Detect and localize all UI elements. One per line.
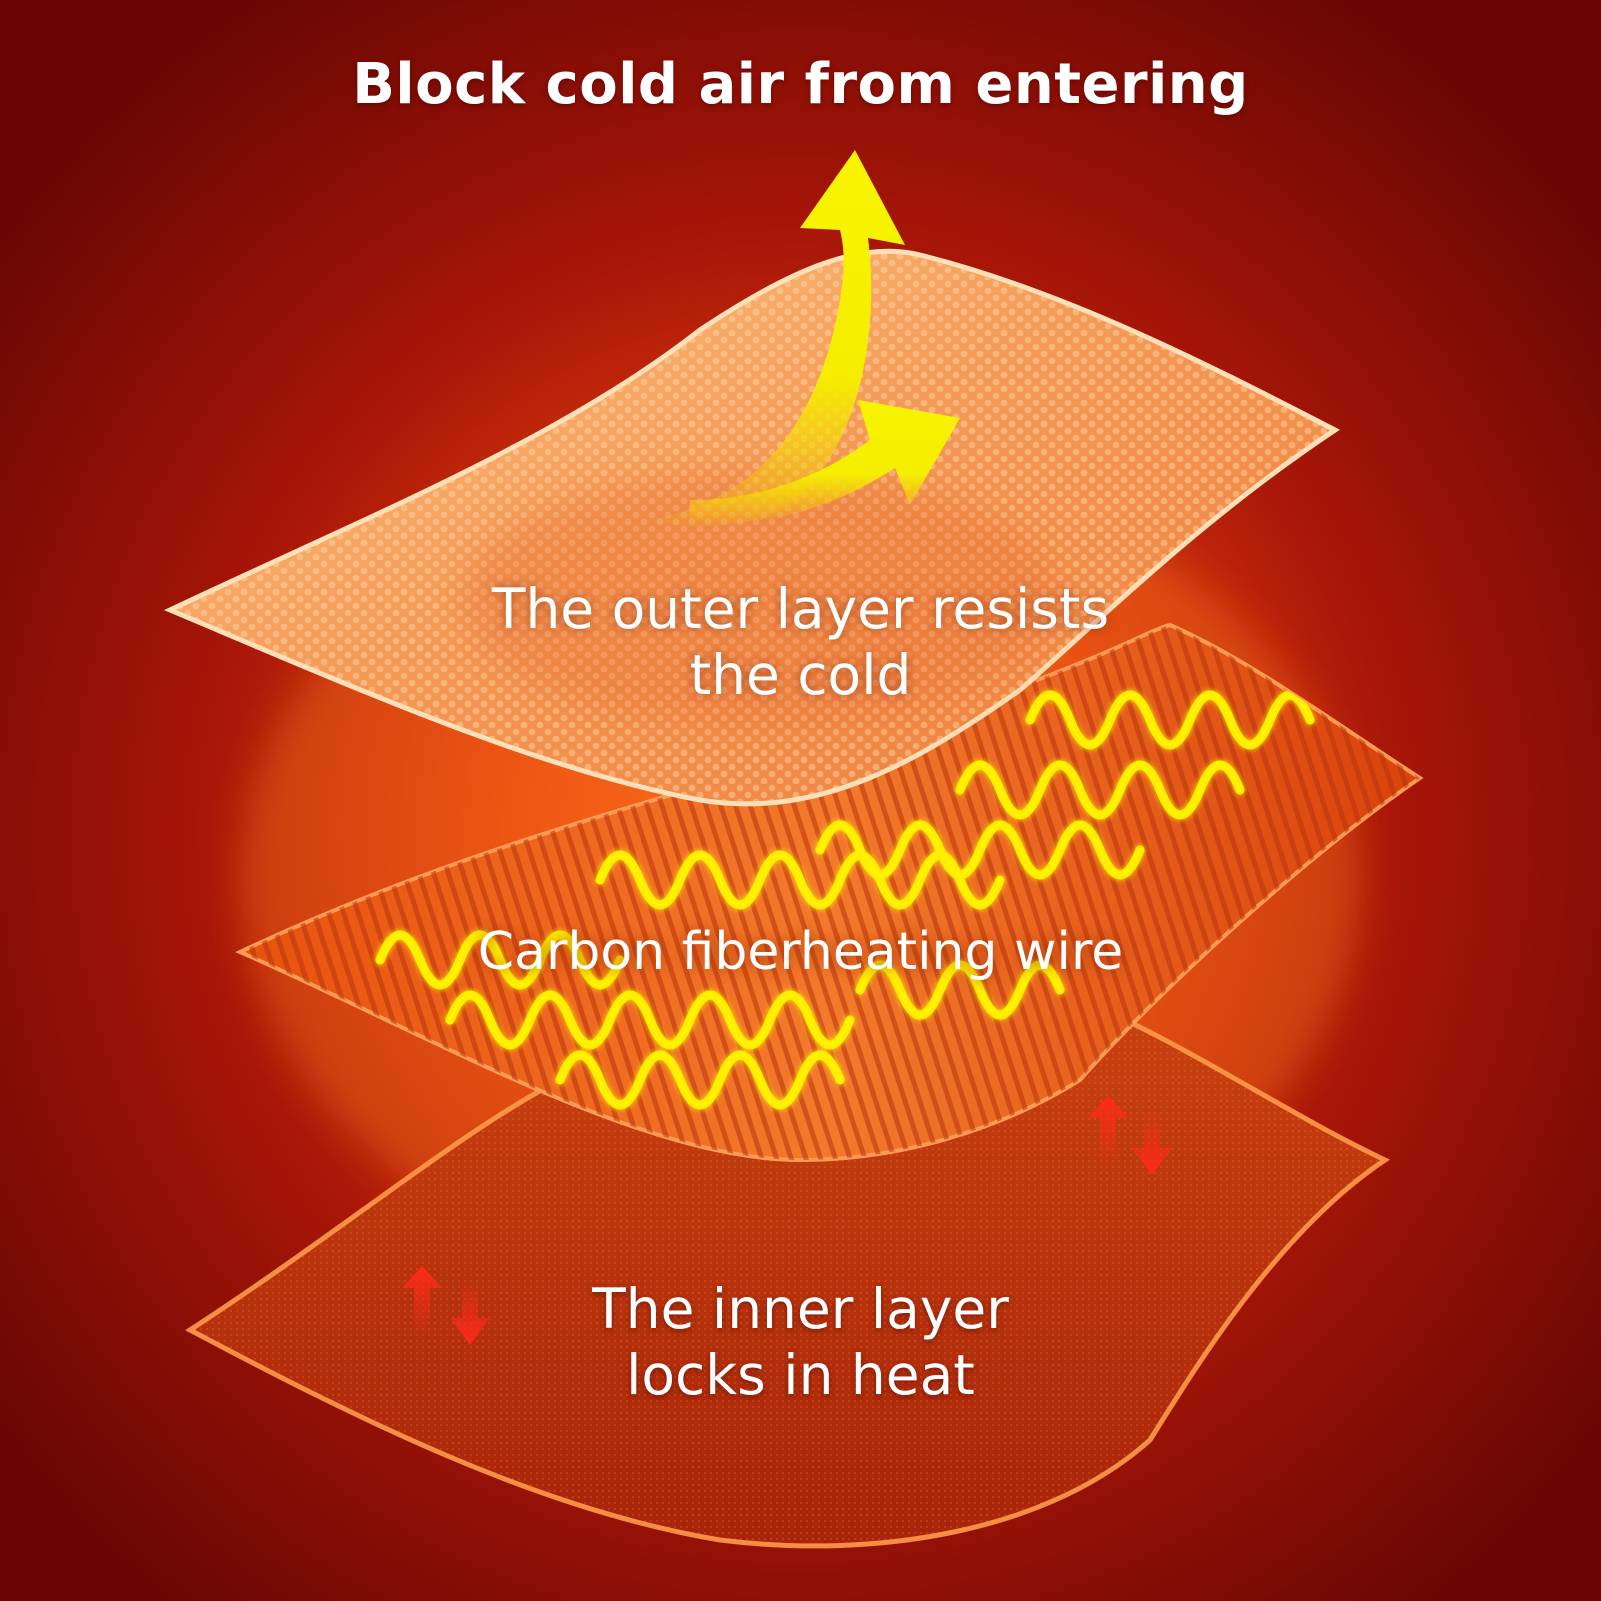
inner-layer [185, 997, 1391, 1549]
curved-arrow-up-icon [650, 150, 905, 527]
heating-wire [375, 690, 1315, 1110]
outer-layer-label: The outer layer resists the cold [0, 576, 1601, 708]
up-down-arrows-icon [402, 1266, 490, 1345]
block-cold-air-label: Block cold air from entering [352, 52, 1249, 117]
heating-wire-label: Carbon fiberheating wire [477, 922, 1124, 982]
inner-layer-label-line2: locks in heat [626, 1343, 975, 1407]
outer-layer-label-line2: the cold [689, 643, 912, 707]
outer-layer-label-line1: The outer layer resists [491, 577, 1110, 641]
outer-layer [163, 248, 1340, 807]
up-down-arrows-icon [1088, 1096, 1172, 1175]
curved-arrow-right-icon [690, 400, 960, 523]
inner-layer-label-line1: The inner layer [592, 1277, 1009, 1341]
inner-layer-label: The inner layer locks in heat [0, 1276, 1601, 1408]
